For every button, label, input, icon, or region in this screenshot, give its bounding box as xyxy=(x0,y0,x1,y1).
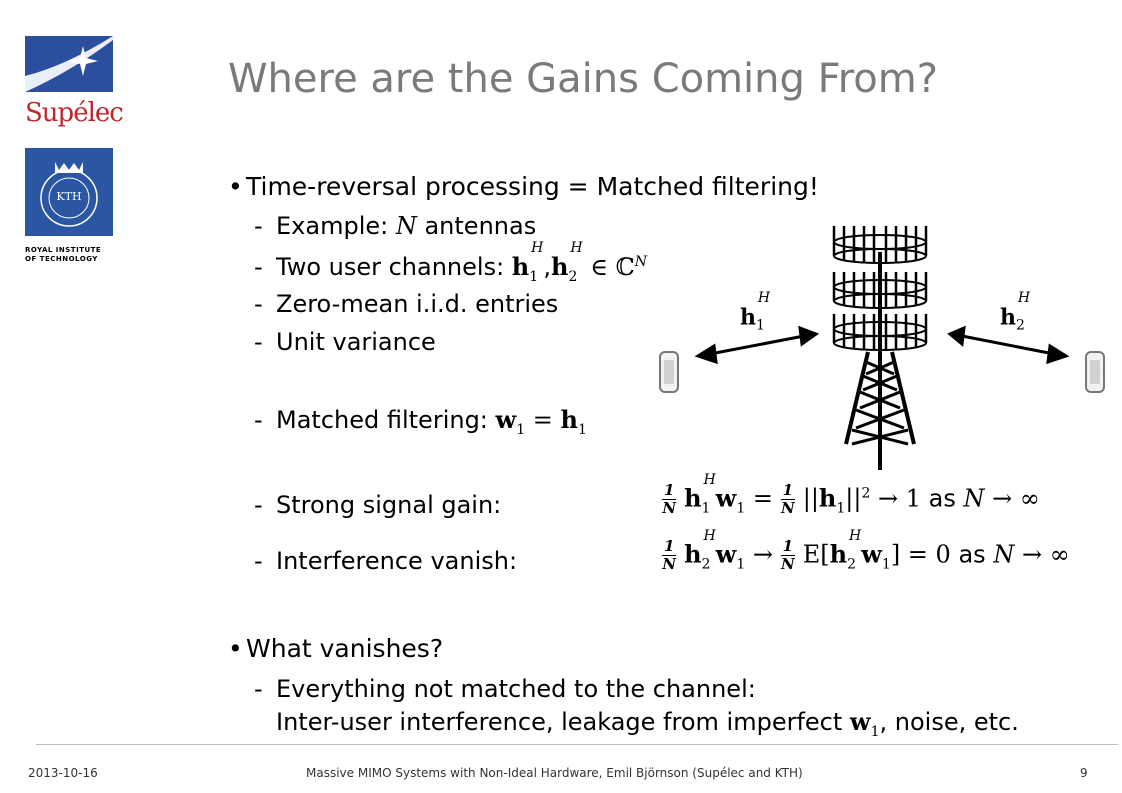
bullet-time-reversal: •Time-reversal processing = Matched filt… xyxy=(228,172,819,201)
footer-divider xyxy=(36,744,1118,745)
antenna-diagram xyxy=(659,226,1105,470)
phone-left-icon xyxy=(659,351,679,393)
sub-strong-signal-gain: -Strong signal gain: xyxy=(254,491,502,519)
kth-logo: KTH ROYAL INSTITUTE OF TECHNOLOGY xyxy=(25,148,115,264)
label-h1H: h1H xyxy=(740,290,771,334)
kth-crest-text: KTH xyxy=(56,190,81,203)
supelec-logo: Supélec xyxy=(25,36,124,128)
sub-inter-user: Inter-user interference, leakage from im… xyxy=(276,707,1019,740)
footer-title: Massive MIMO Systems with Non-Ideal Hard… xyxy=(306,766,803,780)
footer-date: 2013-10-16 xyxy=(28,766,98,780)
sub-two-user-channels: -Two user channels: h1H,h2H ∈ ℂN xyxy=(254,240,648,285)
tower-icon xyxy=(844,252,916,470)
supelec-wordmark: Supélec xyxy=(25,98,124,128)
kth-crest-icon: KTH xyxy=(25,148,113,236)
arrow-channel-1 xyxy=(694,325,820,365)
phone-right-icon xyxy=(1085,351,1105,393)
supelec-star-icon xyxy=(25,36,113,92)
kth-caption: ROYAL INSTITUTE OF TECHNOLOGY xyxy=(25,246,102,263)
arrow-channel-2 xyxy=(947,325,1070,365)
label-h2H: h2H xyxy=(1000,290,1031,334)
sub-example: -Example: N antennas xyxy=(254,212,537,240)
bullet-what-vanishes: •What vanishes? xyxy=(228,634,444,663)
sub-unit-variance: -Unit variance xyxy=(254,328,436,356)
sub-matched-filtering: -Matched filtering: w1 = h1 xyxy=(254,405,587,438)
page-title: Where are the Gains Coming From? xyxy=(228,56,938,102)
sub-zero-mean: -Zero-mean i.i.d. entries xyxy=(254,290,559,318)
sub-everything-not-matched: -Everything not matched to the channel: xyxy=(254,675,756,703)
sub-interference-vanish: -Interference vanish: xyxy=(254,547,518,575)
page-number: 9 xyxy=(1080,766,1088,780)
